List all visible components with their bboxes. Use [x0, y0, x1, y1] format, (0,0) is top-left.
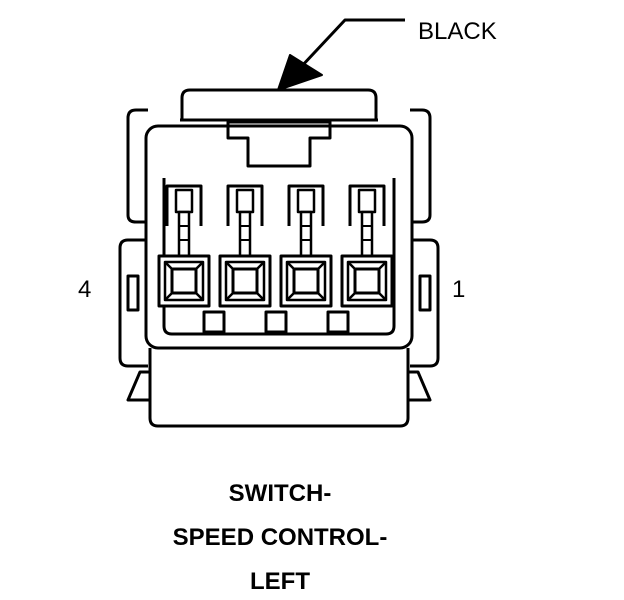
side-rib-left [128, 276, 138, 310]
bottom-key [328, 312, 348, 332]
lower-skirt [150, 348, 408, 426]
caption-line-1: SWITCH- [228, 480, 332, 507]
side-guide-right-bottom [410, 240, 438, 366]
terminal [281, 186, 331, 306]
lock-tab [228, 122, 330, 166]
terminal-latch [289, 186, 323, 226]
terminal-bevel [379, 262, 386, 269]
terminal-blade [301, 212, 311, 256]
terminal-blade [179, 212, 189, 256]
connector-body [146, 126, 412, 348]
side-guide-left-bottom [120, 240, 148, 366]
terminal-cavity-inner [172, 269, 196, 293]
terminal-latch [228, 186, 262, 226]
terminal [159, 186, 209, 306]
terminal-bevel [318, 262, 325, 269]
terminal-bevel [165, 293, 172, 300]
terminal-bevel [226, 293, 233, 300]
terminal-bevel [379, 293, 386, 300]
terminal-cavity-inner [233, 269, 257, 293]
terminal-latch [167, 186, 201, 226]
terminal-bevel [318, 293, 325, 300]
skirt-clip-right [408, 372, 430, 400]
skirt-clip-left [128, 372, 150, 400]
caption-line-3: LEFT [250, 568, 310, 595]
inner-cavity [164, 178, 394, 334]
pin-number-left: 4 [78, 276, 92, 303]
terminal-cavity-ring [287, 262, 325, 300]
pin-number-right: 1 [452, 276, 466, 303]
wire-color-label: BLACK [418, 18, 497, 45]
terminal-latch [350, 186, 384, 226]
top-latch [182, 90, 376, 120]
terminal-bevel [196, 262, 203, 269]
terminal-bevel [257, 262, 264, 269]
terminal-bevel [196, 293, 203, 300]
terminal-bevel [257, 293, 264, 300]
terminal-bevel [348, 293, 355, 300]
terminal-bevel [348, 262, 355, 269]
bottom-key [204, 312, 224, 332]
terminal-bevel [226, 262, 233, 269]
terminal-latch-window [359, 190, 375, 212]
bottom-key [266, 312, 286, 332]
side-guide-right-top [410, 110, 430, 222]
terminal-bevel [165, 262, 172, 269]
callout-leader [278, 20, 405, 90]
terminal-cavity-ring [348, 262, 386, 300]
terminal-blade [362, 212, 372, 256]
terminal-cavity-inner [355, 269, 379, 293]
terminal-bevel [287, 293, 294, 300]
side-guide-left-top [128, 110, 148, 222]
terminal-cavity-ring [226, 262, 264, 300]
terminal-cavities [159, 186, 392, 306]
terminal-blade [240, 212, 250, 256]
terminal-latch-window [237, 190, 253, 212]
terminal-cavity-ring [165, 262, 203, 300]
caption-line-2: SPEED CONTROL- [172, 524, 388, 551]
terminal-latch-window [298, 190, 314, 212]
terminal-latch-window [176, 190, 192, 212]
terminal [220, 186, 270, 306]
terminal-bevel [287, 262, 294, 269]
terminal-cavity-inner [294, 269, 318, 293]
terminal [342, 186, 392, 306]
side-rib-right [420, 276, 430, 310]
